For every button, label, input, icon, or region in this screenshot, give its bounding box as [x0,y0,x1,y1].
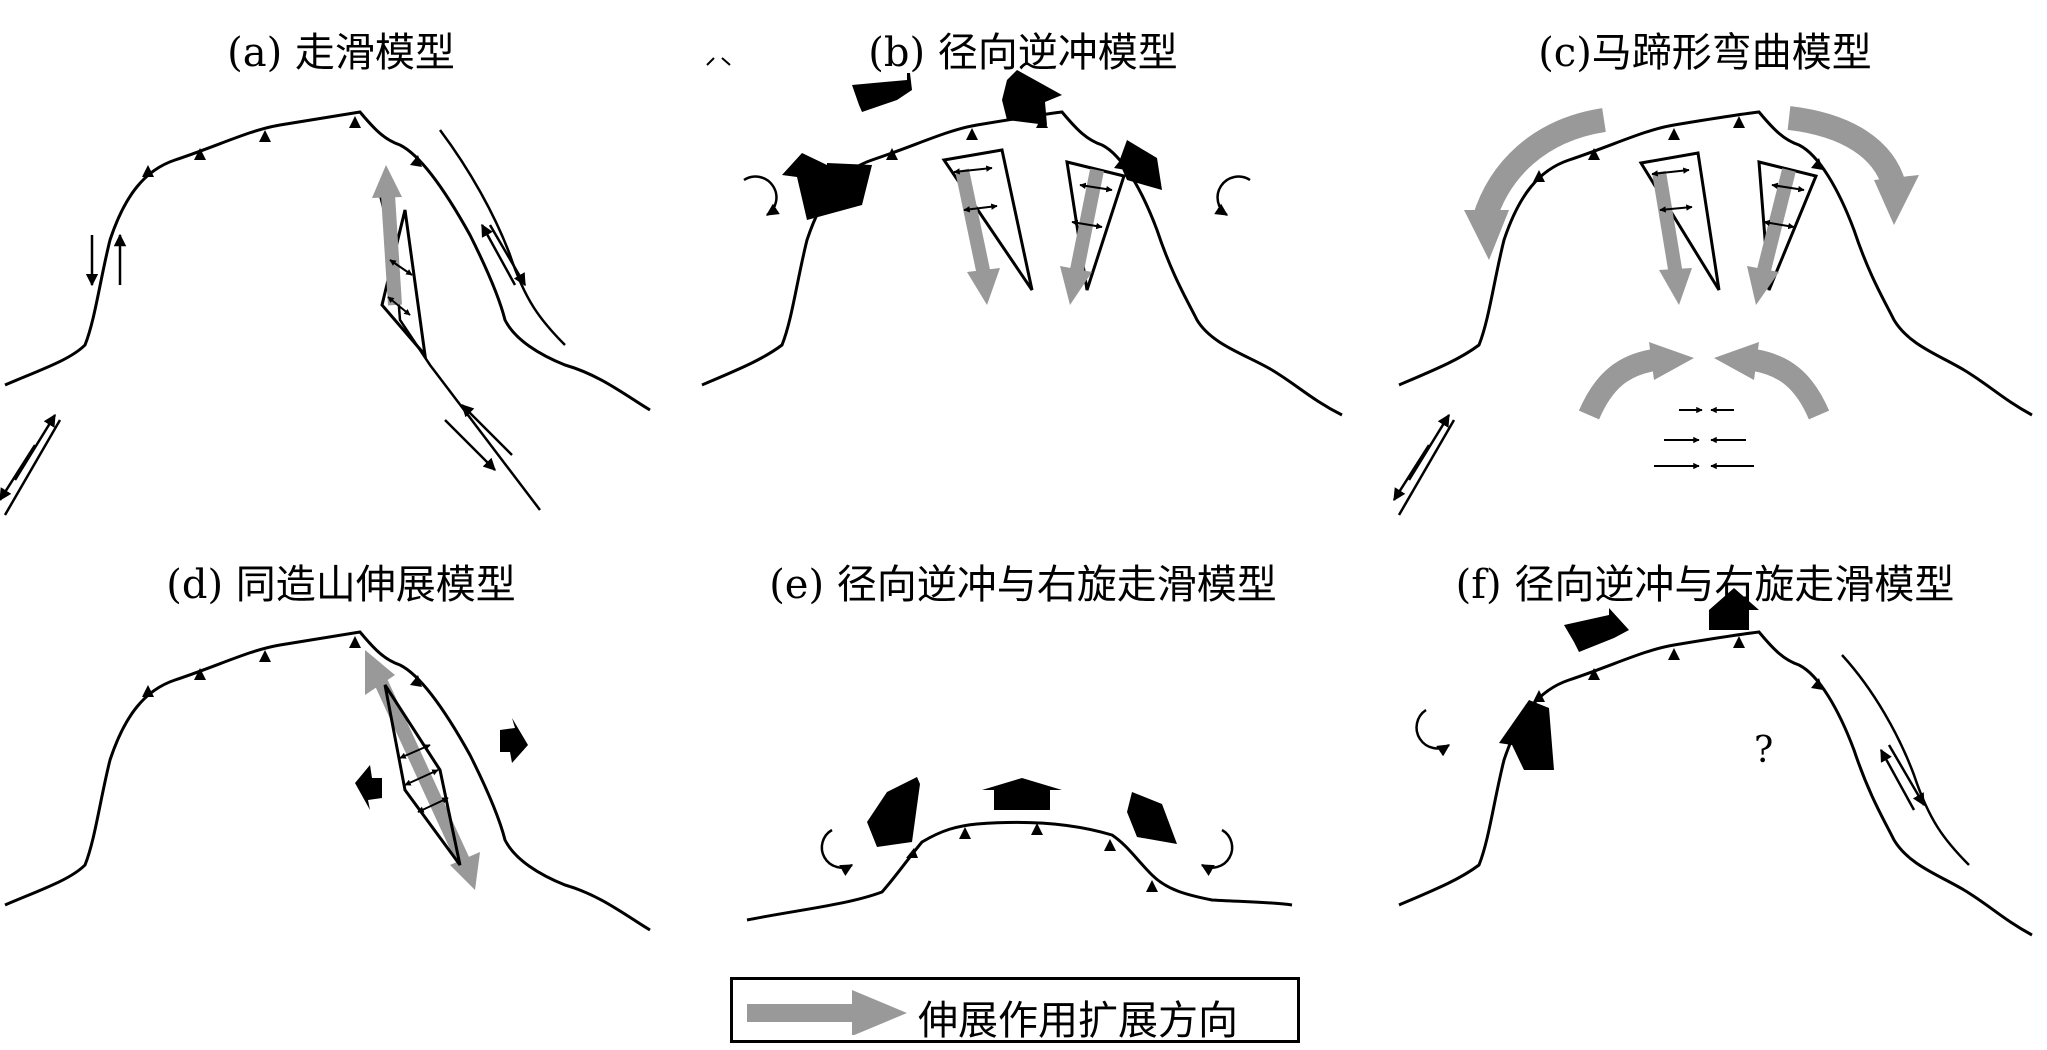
compression-arrow-east [1751,349,1830,420]
orogen-outline [701,110,1343,417]
thrust-motion-arrows [1499,588,1759,770]
orogen-outline [4,630,651,932]
rotation-arrow-east [1214,175,1251,217]
panel-d-title: (d) 同造山伸展模型 [166,562,516,608]
strike-slip-fault-east [438,129,566,346]
block-motion-arrow-east [500,718,528,763]
orogen-outline [746,820,1293,922]
block-motion-arrow-west [355,765,382,810]
panel-d-diagram [4,630,651,932]
rotation-arrow-west [743,175,780,217]
panel-f-diagram [1398,588,2033,937]
panel-e-diagram [746,777,1293,922]
panel-b: (b) 径向逆冲模型 [682,0,1364,520]
panel-e: (e) 径向逆冲与右旋走滑模型 [682,530,1364,1050]
compression-arrow-west [1578,349,1657,420]
panel-b-diagram [701,57,1343,417]
extension-arrow-gray [381,194,402,306]
legend: 伸展作用扩展方向 [730,977,1300,1044]
panel-e-title: (e) 径向逆冲与右旋走滑模型 [769,562,1277,608]
panel-c-title: (c)马蹄形弯曲模型 [1538,30,1872,76]
shear-arrows-southwest [0,413,62,516]
panel-f: (f) 径向逆冲与右旋走滑模型 ? [1364,530,2046,1050]
bending-arrow-west [1472,108,1607,224]
panel-a-diagram [0,110,651,516]
panel-d: (d) 同造山伸展模型 [0,530,682,1050]
thrust-motion-arrows [782,70,1162,220]
legend-extension-arrow-icon [747,990,907,1035]
thrust-teeth [142,116,422,177]
panel-c-diagram [1392,106,2033,516]
orogen-outline [1398,630,2033,937]
panel-a-title: (a) 走滑模型 [227,30,455,76]
thrust-motion-arrows [867,777,1177,847]
shear-arrows-left [85,233,127,287]
dextral-fault [1841,654,1970,866]
unknown-annotation: ? [1754,730,1774,771]
orogen-outline [4,110,651,412]
shear-arrows-east [480,223,527,287]
panel-f-title: (f) 径向逆冲与右旋走滑模型 [1455,562,1955,608]
panel-a: (a) 走滑模型 [0,0,682,520]
legend-label: 伸展作用扩展方向 [918,998,1238,1044]
bending-arrow-east [1787,106,1906,189]
orogen-outline [1398,110,2033,417]
panel-c: (c)马蹄形弯曲模型 [1364,0,2046,520]
shear-arrows-southeast [444,404,513,471]
strike-slip-fault [378,194,541,511]
panel-b-title: (b) 径向逆冲模型 [868,30,1178,76]
